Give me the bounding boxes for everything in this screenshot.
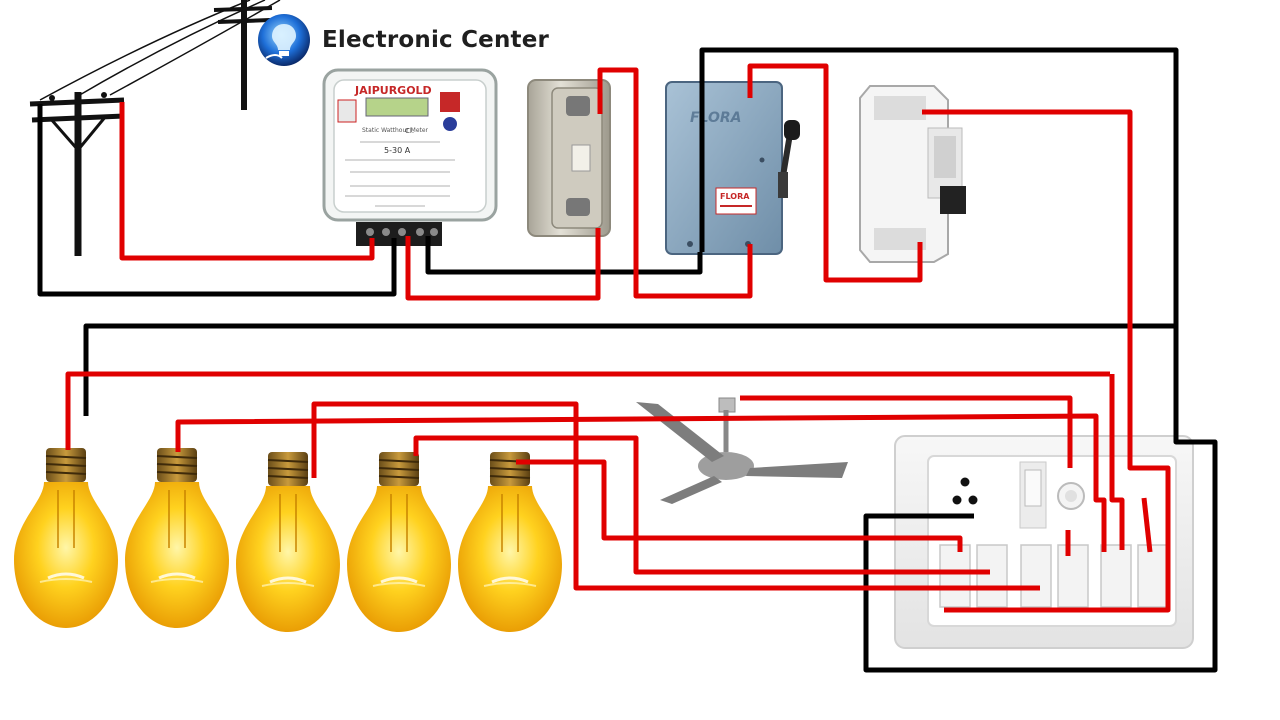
meter-rating: 5-30 A xyxy=(384,146,411,155)
board-switch-4 xyxy=(1057,544,1089,608)
mcb-breaker xyxy=(859,85,966,263)
fuse-unit xyxy=(527,79,611,237)
board-switch-5 xyxy=(1100,544,1132,608)
bulb-1 xyxy=(12,446,120,630)
board-switch-6 xyxy=(1137,544,1169,608)
neutral-wires xyxy=(37,47,1218,673)
board-socket xyxy=(952,477,978,505)
globe-lightbulb-icon xyxy=(258,14,310,66)
switch-lever-icon xyxy=(784,120,800,140)
bulb-3 xyxy=(234,450,342,634)
channel-name: Electronic Center xyxy=(322,27,550,53)
channel-branding: Electronic Center xyxy=(256,12,549,68)
live-wires xyxy=(65,63,1171,613)
meter-button-icon xyxy=(443,117,457,131)
bulb-2 xyxy=(123,446,231,630)
board-switch-1 xyxy=(939,544,971,608)
main-switch-box: FLORA FLORA xyxy=(665,81,800,255)
meter-model: Static Watthour Meter xyxy=(362,127,429,134)
bulb-4 xyxy=(345,450,453,634)
utility-pole xyxy=(29,0,281,256)
main-switch-badge: FLORA xyxy=(720,192,750,201)
bulb-5 xyxy=(456,450,564,634)
board-switch-2 xyxy=(976,544,1008,608)
ceiling-fan xyxy=(636,397,848,504)
meter-brand: JAIPURGOLD xyxy=(354,84,432,97)
main-switch-brand: FLORA xyxy=(690,110,742,126)
energy-meter: JAIPURGOLD Static Watthour Meter Cl. 5-3… xyxy=(322,68,498,246)
meter-class: Cl. xyxy=(405,127,414,135)
board-switch-3 xyxy=(1020,544,1052,608)
